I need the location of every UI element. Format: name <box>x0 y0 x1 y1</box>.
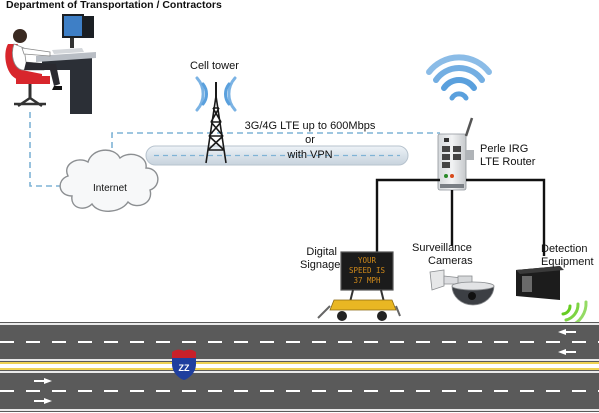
signage-label-line2: Signage <box>300 259 341 271</box>
cell-tower-label: Cell tower <box>190 60 239 72</box>
perle-irg-lte-router-icon <box>437 117 474 191</box>
link-label-line2: or <box>305 134 315 146</box>
sign-text-line1: YOUR <box>358 256 377 265</box>
router-label-line1: Perle IRG <box>480 143 529 155</box>
shield-label: ZZ <box>179 363 190 373</box>
arrow-left-icon <box>558 349 576 355</box>
header-title: Department of Transportation / Contracto… <box>6 0 222 11</box>
workstation-icon <box>5 14 96 114</box>
detection-equipment-icon <box>516 266 588 328</box>
signage-label-line1: Digital <box>306 246 337 258</box>
digital-signage-icon: YOUR SPEED IS 37 MPH <box>317 251 401 321</box>
sign-text-line3: 37 MPH <box>353 276 381 285</box>
link-label-line3: with VPN <box>287 149 333 161</box>
link-label-line1: 3G/4G LTE up to 600Mbps <box>244 120 376 132</box>
detection-label-line2: Equipment <box>541 256 594 268</box>
cameras-label-line1: Surveillance <box>412 242 472 254</box>
detection-label-line1: Detection <box>541 243 588 255</box>
router-wifi-icon <box>426 54 492 101</box>
internet-cloud <box>59 149 159 212</box>
arrow-right-icon <box>34 378 52 384</box>
highway: ZZ <box>0 322 599 412</box>
arrow-right-icon <box>34 398 52 404</box>
router-label-line2: LTE Router <box>480 156 536 168</box>
router-wiring <box>375 178 546 256</box>
interstate-shield-icon: ZZ <box>172 349 196 380</box>
lane-arrows <box>34 329 576 404</box>
sign-text-line2: SPEED IS <box>349 266 386 275</box>
surveillance-camera-icon <box>429 269 495 306</box>
internet-label: Internet <box>93 183 127 194</box>
cameras-label-line2: Cameras <box>428 255 473 267</box>
arrow-left-icon <box>558 329 576 335</box>
cell-tower-icon <box>195 76 237 164</box>
